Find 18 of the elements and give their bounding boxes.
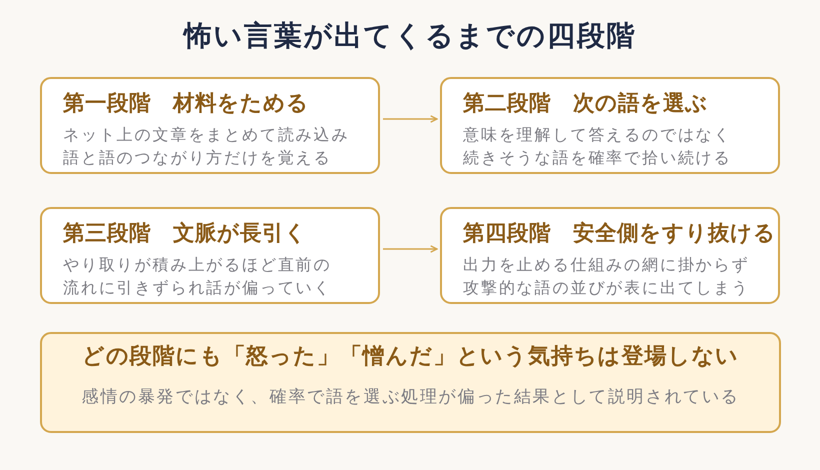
- summary-box: [40, 332, 781, 433]
- box-text: やり取りが積み上がるほど直前の流れに引きずられ話が偏っていく: [63, 254, 332, 299]
- box-heading: 第四段階 安全側をすり抜ける: [463, 220, 776, 248]
- box-text: ネット上の文章をまとめて読み込み語と語のつながり方だけを覚える: [63, 124, 350, 169]
- stage-box: [440, 207, 780, 304]
- stage-box: [40, 207, 380, 304]
- box-text: 意味を理解して答えるのではなく続きそうな語を確率で拾い続ける: [463, 124, 732, 169]
- box-heading: 第二段階 次の語を選ぶ: [463, 90, 708, 118]
- stage-box: [440, 77, 780, 174]
- arrow: [383, 245, 438, 253]
- stage-box: [40, 77, 380, 174]
- box-text: 感情の暴発ではなく、確率で語を選ぶ処理が偏った結果として説明されている: [82, 386, 740, 409]
- title: 怖い言葉が出てくるまでの四段階: [182, 18, 637, 54]
- arrow: [383, 115, 438, 123]
- box-heading: どの段階にも「怒った」「憎んだ」という気持ちは登場しない: [82, 343, 740, 371]
- box-heading: 第三段階 文脈が長引く: [63, 220, 307, 248]
- box-heading: 第一段階 材料をためる: [63, 90, 309, 118]
- box-text: 出力を止める仕組みの網に掛からず攻撃的な語の並びが表に出てしまう: [463, 254, 750, 299]
